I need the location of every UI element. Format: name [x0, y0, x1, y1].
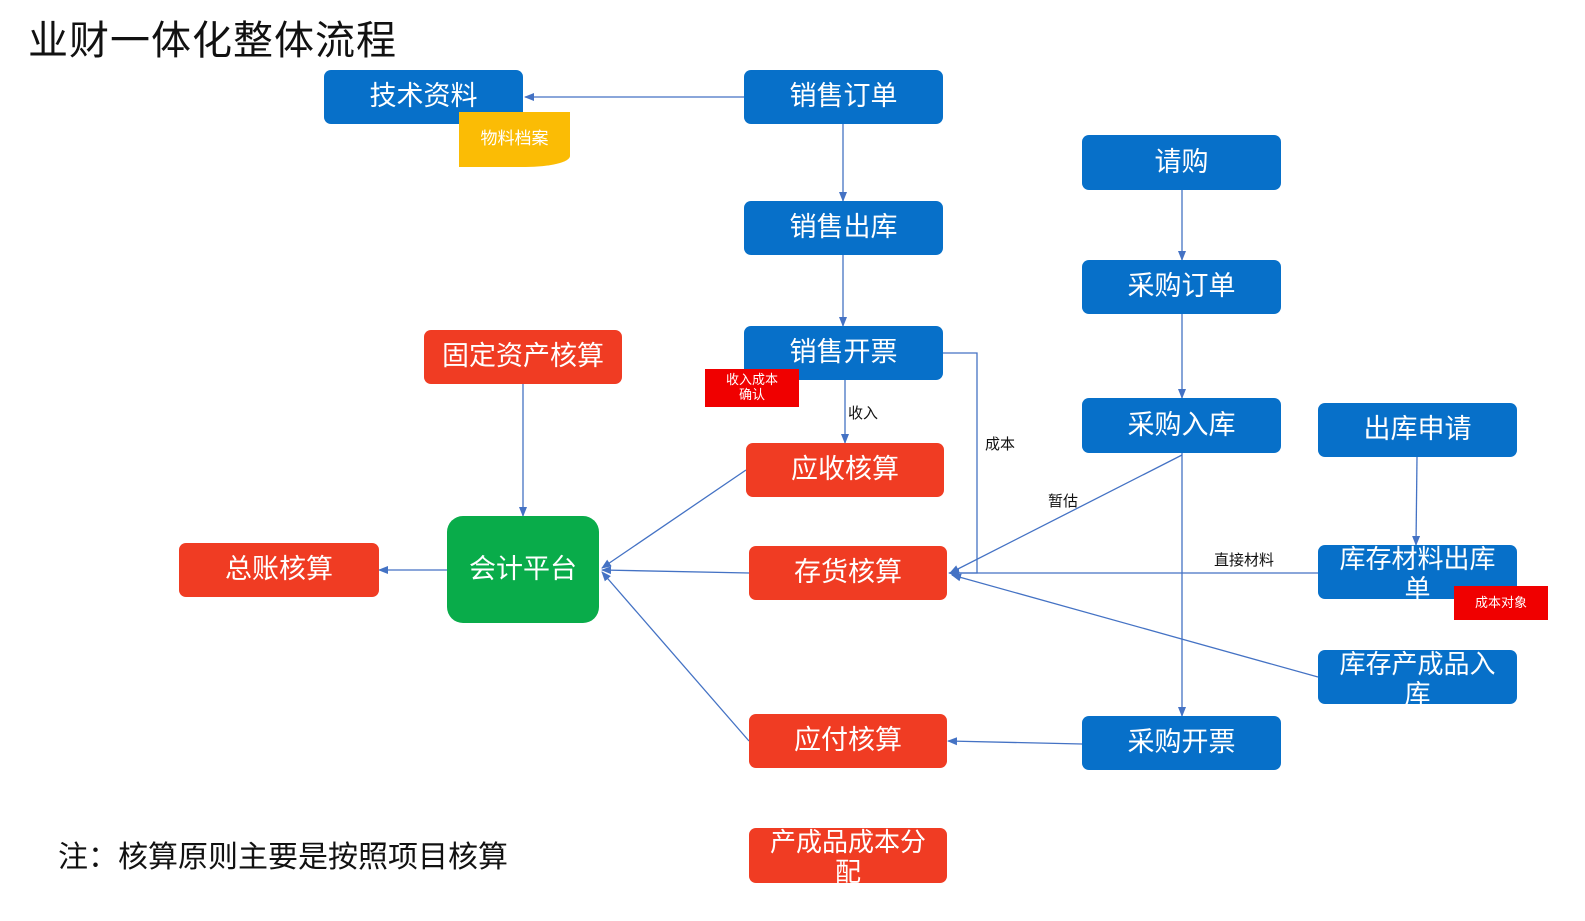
edge-receivable-to-platform [601, 469, 747, 569]
node-payable: 应付核算 [749, 714, 947, 768]
edge-sales-invoice-cost-to-inventory [943, 352, 978, 577]
tag-cost-object: 成本对象 [1454, 586, 1548, 620]
edge-purchase-invoice-to-payable [947, 737, 1083, 746]
tag-material-file: 物料档案 [459, 112, 570, 167]
node-receivable: 应收核算 [746, 443, 944, 497]
edge-product-inbound-to-inventory [951, 573, 1319, 678]
node-outbound-request: 出库申请 [1318, 403, 1517, 457]
edge-outbound-request-to-material-outbound [1412, 456, 1421, 546]
edge-label-income: 收入 [848, 404, 879, 422]
node-material-outbound: 库存材料出库单 [1318, 545, 1517, 599]
edge-label-direct-material: 直接材料 [1214, 551, 1275, 569]
node-purchase-order: 采购订单 [1082, 260, 1281, 314]
node-accounting-platform: 会计平台 [447, 516, 599, 623]
node-sales-outbound: 销售出库 [744, 201, 943, 255]
edge-label-cost: 成本 [985, 435, 1016, 453]
node-general-ledger: 总账核算 [179, 543, 379, 597]
edge-purchase-inbound-estimate-to-inventory [949, 454, 1183, 574]
node-fixed-assets: 固定资产核算 [424, 330, 622, 384]
node-purchase-inbound: 采购入库 [1082, 398, 1281, 453]
footnote: 注：核算原则主要是按照项目核算 [58, 840, 508, 875]
node-purchase-request: 请购 [1082, 135, 1281, 190]
page-title: 业财一体化整体流程 [28, 18, 397, 64]
node-purchase-invoice: 采购开票 [1082, 716, 1281, 770]
edge-label-estimate: 暂估 [1048, 492, 1079, 510]
node-sales-invoice: 销售开票 [744, 326, 943, 380]
edge-payable-to-platform [601, 571, 750, 742]
tag-revenue-cost-confirm: 收入成本确认 [705, 369, 799, 407]
node-product-inbound: 库存产成品入库 [1318, 650, 1517, 704]
node-sales-order: 销售订单 [744, 70, 943, 124]
edge-inventory-to-platform [601, 566, 750, 575]
node-product-cost-allocation: 产成品成本分配 [749, 828, 947, 883]
node-inventory: 存货核算 [749, 546, 947, 600]
